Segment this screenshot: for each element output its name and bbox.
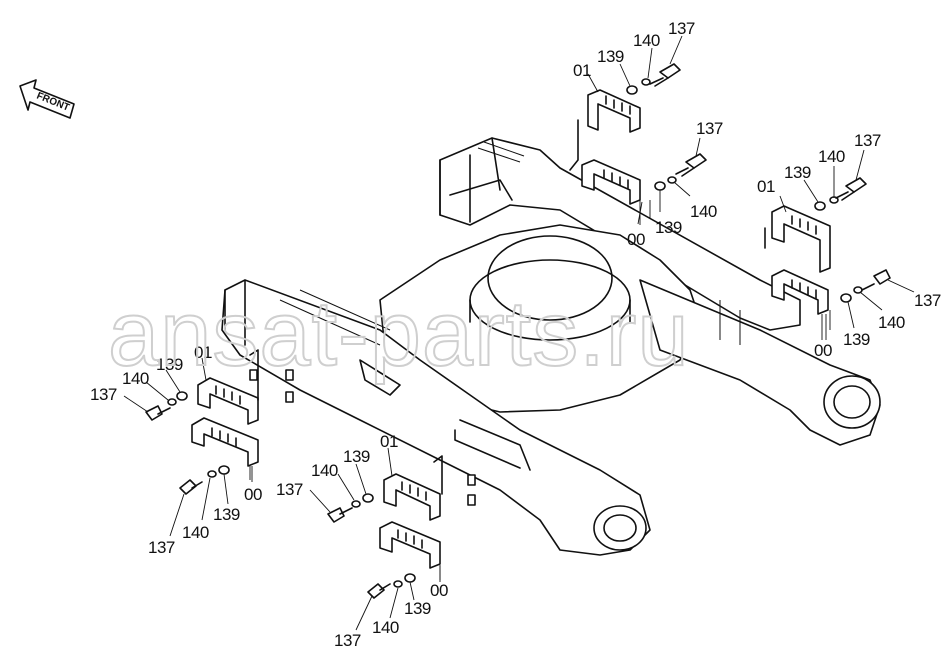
upper-guide-right [764,205,831,273]
callout-140: 140 [818,147,845,166]
callout-137: 137 [148,538,175,557]
callout-137: 137 [696,119,723,138]
callout-01: 01 [573,61,591,80]
callout-01: 01 [380,432,398,451]
callout-140: 140 [372,618,399,637]
callout-139: 139 [343,447,370,466]
callout-139: 139 [213,505,240,524]
lower-guide-left [191,417,259,480]
callout-01: 01 [194,343,212,362]
callout-137: 137 [276,480,303,499]
callout-00: 00 [814,341,832,360]
leader-lines [123,35,915,631]
callout-00: 00 [627,230,645,249]
callout-139: 139 [404,599,431,618]
callout-140: 140 [690,202,717,221]
lower-guide-top-center [581,159,651,225]
callout-139: 139 [655,218,682,237]
callout-139: 139 [156,355,183,374]
callout-137: 137 [90,385,117,404]
callout-137: 137 [334,631,361,650]
callout-140: 140 [311,461,338,480]
callout-00: 00 [244,485,262,504]
callout-labels: 137 140 139 01 137 140 139 00 137 140 13… [90,19,941,650]
callout-137: 137 [914,291,941,310]
callout-140: 140 [182,523,209,542]
callout-139: 139 [784,163,811,182]
lower-guide-right [771,269,831,340]
callout-01: 01 [757,177,775,196]
callout-00: 00 [430,581,448,600]
callout-137: 137 [854,131,881,150]
upper-guide-top-center [569,89,641,171]
upper-guide-left [197,349,294,425]
upper-guide-bottom-center [383,455,476,521]
callout-139: 139 [843,330,870,349]
track-frame [221,137,881,556]
callout-137: 137 [668,19,695,38]
callout-139: 139 [597,47,624,66]
lower-guide-bottom-center [379,521,441,580]
callout-140: 140 [878,313,905,332]
front-arrow-icon: FRONT [19,79,75,119]
watermark-text: ansat-parts.ru [108,283,690,385]
callout-140: 140 [122,369,149,388]
callout-140: 140 [633,31,660,50]
